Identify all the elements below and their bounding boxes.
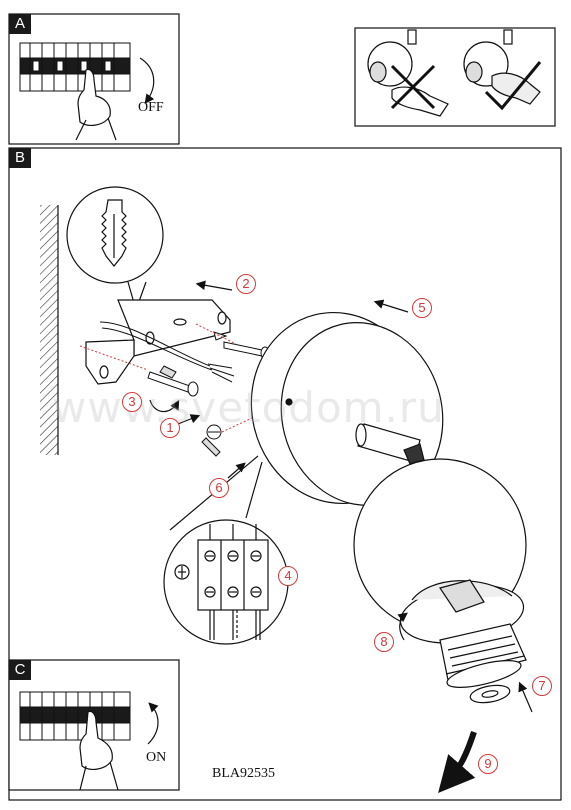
terminal-block-detail: [163, 455, 289, 645]
step-marker-2: 2: [236, 274, 256, 294]
bulb-touch-wrong: [367, 29, 449, 117]
canopy: [250, 311, 444, 506]
dowel-detail: [66, 186, 164, 312]
off-rotation-arrow: [139, 57, 155, 104]
alignment-line-lower: [79, 345, 149, 371]
gu10-bulb: [439, 623, 527, 688]
mounting-bracket: [85, 299, 231, 385]
section-a-label: A: [9, 14, 31, 34]
step-marker-9: 9: [478, 754, 498, 774]
wall-screw-lower: [147, 365, 199, 397]
step-marker-6: 6: [209, 478, 229, 498]
on-label: ON: [146, 750, 167, 765]
watermark: www.svetodom.ru: [52, 383, 445, 432]
wall-hatch: [40, 205, 58, 455]
breaker-panel-on: [19, 691, 131, 741]
big-arrow: [438, 731, 477, 794]
breaker-panel-off: [19, 42, 131, 92]
section-c-label: C: [9, 660, 31, 680]
stem: [355, 423, 425, 465]
power-cable: [99, 321, 235, 383]
step-marker-5: 5: [412, 298, 432, 318]
section-a-frame: [8, 13, 180, 145]
hand-on: [79, 710, 119, 791]
retaining-ring: [469, 684, 511, 704]
alignment-line-upper: [195, 323, 237, 345]
model-code: BLA92535: [212, 766, 275, 781]
wall-screw-upper: [213, 331, 270, 360]
section-b-frame: [8, 147, 562, 801]
step-marker-4: 4: [278, 566, 298, 586]
hand-off: [75, 68, 117, 141]
section-b-label: B: [9, 148, 31, 168]
fixing-screw: [201, 424, 222, 457]
step-marker-7: 7: [532, 676, 552, 696]
step-marker-3: 3: [122, 392, 142, 412]
off-label: OFF: [138, 100, 164, 115]
step-marker-1: 1: [160, 418, 180, 438]
bulb-touch-correct: [463, 29, 542, 111]
warning-frame: [354, 27, 556, 127]
spot-globe: [353, 458, 527, 644]
on-rotation-arrow: [147, 702, 159, 745]
step-marker-8: 8: [374, 632, 394, 652]
